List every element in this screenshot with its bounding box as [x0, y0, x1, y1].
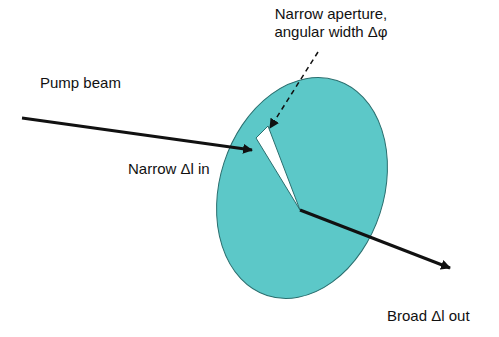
- input-label: Narrow Δl in: [128, 160, 248, 178]
- aperture-label: Narrow aperture, angular width Δφ: [256, 5, 406, 41]
- pump-beam-arrow: [22, 118, 252, 150]
- output-label: Broad Δl out: [387, 307, 495, 325]
- aperture-pointer: [270, 52, 318, 128]
- output-beam-arrow: [300, 210, 450, 268]
- aperture-slit: [256, 126, 300, 210]
- pump-label: Pump beam: [40, 74, 160, 92]
- crystal-disc: [189, 55, 415, 321]
